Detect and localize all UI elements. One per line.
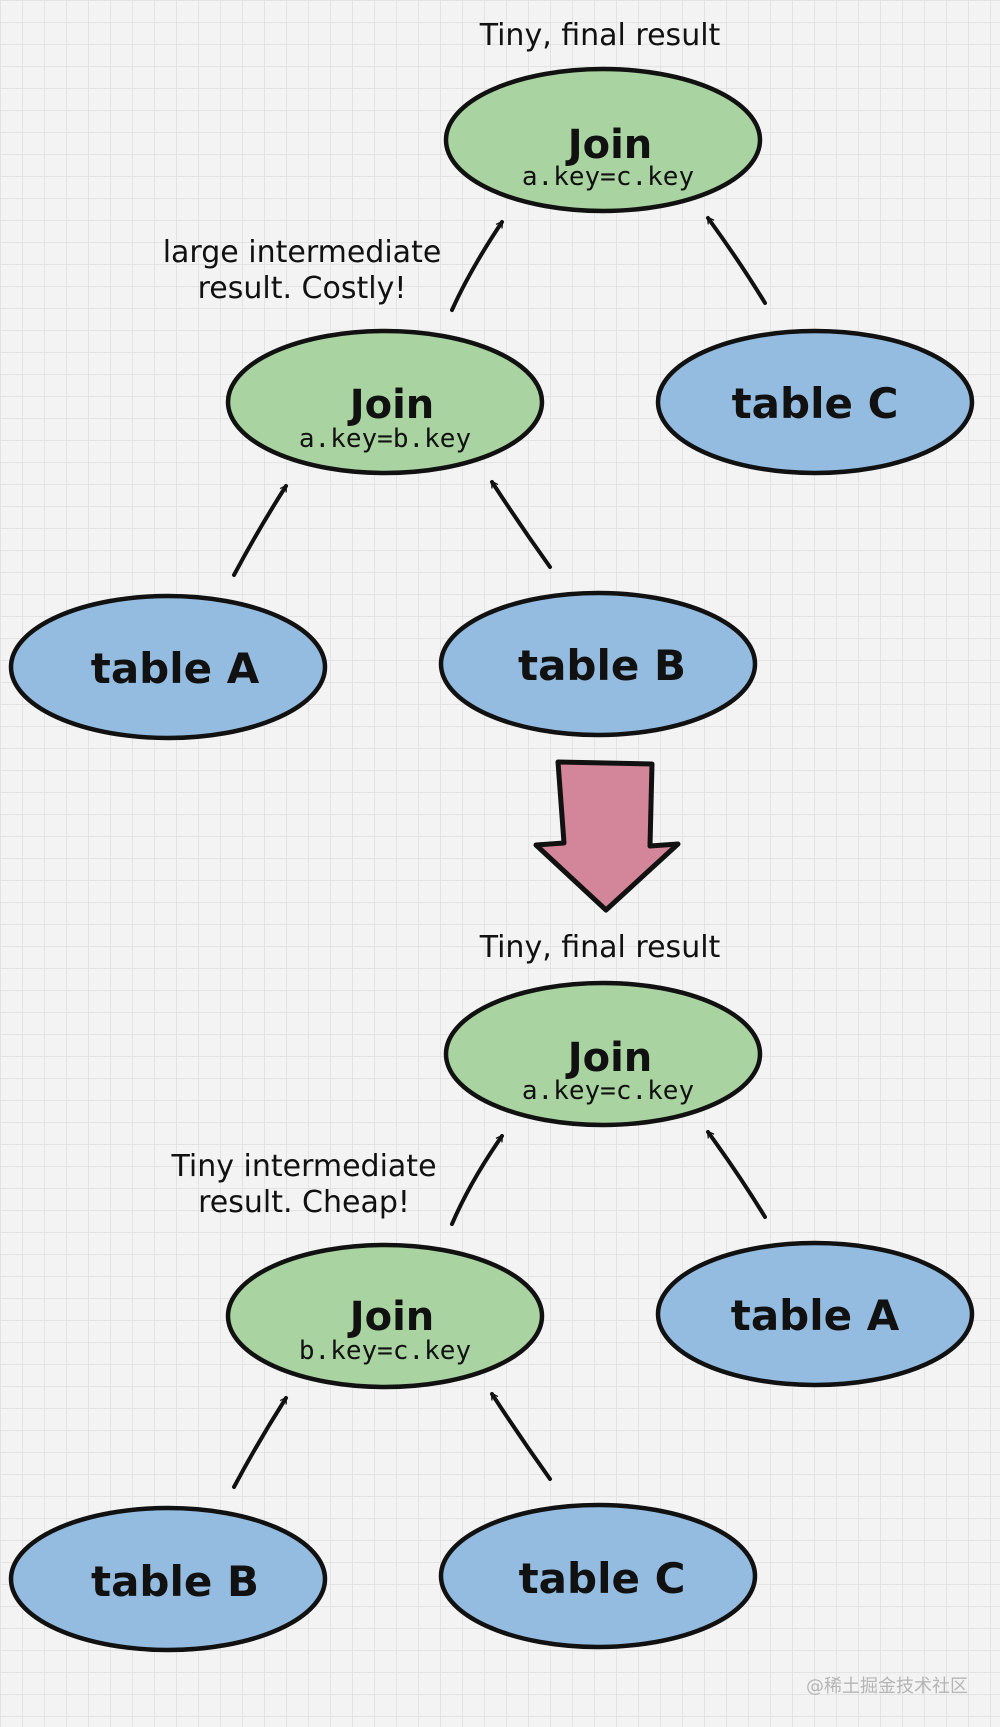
table-node: table C [438, 1502, 758, 1650]
table-node: table B [438, 590, 758, 738]
down-arrow-icon [533, 759, 681, 913]
table-label: table C [732, 379, 899, 428]
edge-arrow [232, 1396, 288, 1489]
root-join-node: Join a.key=c.key [443, 980, 763, 1128]
inner-join-ellipse [225, 1242, 545, 1390]
edge-arrow [706, 1130, 767, 1219]
inner-join-condition: a.key=b.key [299, 424, 471, 454]
intermediate-note-line-1: large intermediate [163, 235, 442, 270]
table-ellipse [438, 590, 758, 738]
root-join-title: Join [565, 122, 653, 168]
table-ellipse [655, 328, 975, 476]
edge-arrow [232, 484, 288, 577]
inner-join-ellipse [225, 328, 545, 476]
plan-after: Tiny, final result Join a.key=c.key Tiny… [8, 930, 975, 1653]
table-node: table C [655, 328, 975, 476]
intermediate-note-line-2: result. Costly! [198, 271, 407, 306]
table-ellipse [655, 1240, 975, 1388]
table-ellipse [8, 1505, 328, 1653]
table-ellipse [8, 593, 328, 741]
intermediate-note-line-1: Tiny intermediate [170, 1149, 436, 1184]
root-join-condition: a.key=c.key [522, 1076, 694, 1106]
final-result-note: Tiny, final result [479, 18, 721, 53]
table-ellipse [438, 1502, 758, 1650]
plan-before: Tiny, final result Join a.key=c.key larg… [8, 18, 975, 741]
edge-arrow [490, 480, 552, 569]
root-join-condition: a.key=c.key [522, 162, 694, 192]
inner-join-node: Join b.key=c.key [225, 1242, 545, 1390]
table-label: table B [518, 641, 686, 690]
table-node: table A [8, 593, 328, 741]
edge-arrow [450, 1134, 504, 1226]
root-join-ellipse [443, 66, 763, 214]
table-label: table A [731, 1291, 900, 1340]
table-node: table B [8, 1505, 328, 1653]
edge-arrow [706, 216, 767, 305]
inner-join-node: Join a.key=b.key [225, 328, 545, 476]
root-join-title: Join [565, 1035, 653, 1081]
final-result-note: Tiny, final result [479, 930, 721, 965]
inner-join-title: Join [347, 382, 435, 428]
root-join-ellipse [443, 980, 763, 1128]
edge-arrow [450, 220, 504, 312]
table-label: table C [519, 1554, 686, 1603]
intermediate-note-line-2: result. Cheap! [198, 1185, 410, 1220]
root-join-node: Join a.key=c.key [443, 66, 763, 214]
edge-arrow [490, 1392, 552, 1481]
inner-join-title: Join [347, 1294, 435, 1340]
watermark: @稀土掘金技术社区 [806, 1676, 968, 1697]
inner-join-condition: b.key=c.key [299, 1336, 471, 1366]
table-label: table A [91, 644, 260, 693]
table-label: table B [91, 1557, 259, 1606]
table-node: table A [655, 1240, 975, 1388]
